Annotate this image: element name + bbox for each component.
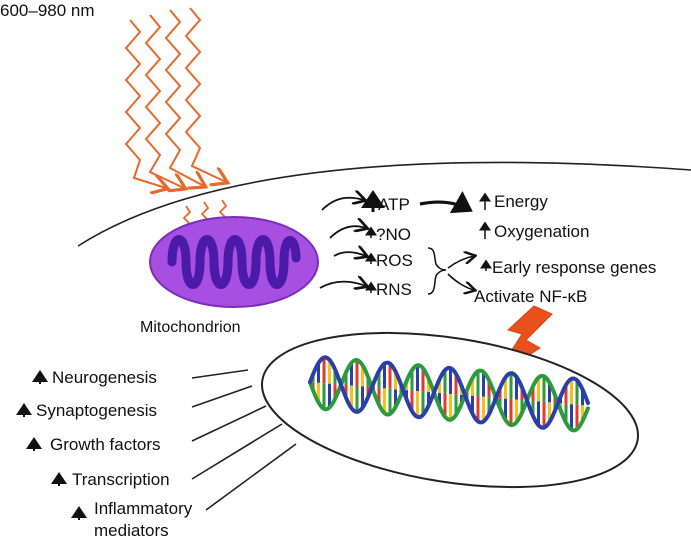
neurogenesis-label: Neurogenesis [52,368,157,387]
light-rays [124,7,226,188]
inflammatory-label-line2: mediators [94,521,169,540]
effect-early-response-genes: Early response genes [480,258,656,277]
outcome-growth-factors: Growth factors [26,435,161,454]
dna-strand [308,357,590,433]
effect-energy: Energy [479,192,548,211]
mitochondrion-cristae [167,235,301,289]
outcome-transcription: Transcription [51,470,170,489]
growth-factors-label: Growth factors [50,435,161,454]
outcome-neurogenesis: Neurogenesis [32,368,157,387]
mitochondrion [149,216,319,308]
dna-strand [308,355,590,430]
brace-icon [427,247,447,295]
inflammatory-label-line1: Inflammatory [94,499,193,518]
curved-arrows [319,198,366,288]
light-ray [184,7,226,182]
mediator-rns: RNS [365,280,412,299]
transcription-label: Transcription [72,470,170,489]
mitochondrion-label: Mitochondrion [140,319,241,336]
curved-arrow-icon [333,252,366,256]
dna-helix [308,355,590,433]
early-response-genes-label: Early response genes [492,258,656,277]
energy-label: Energy [494,192,548,211]
curved-arrow-icon [319,282,366,288]
mediator-atp: ATP [361,190,410,214]
light-ray [144,14,184,188]
synaptogenesis-label: Synaptogenesis [36,401,157,420]
mediator-ros: ROS [365,251,413,270]
light-ray [164,9,204,186]
no-label: ?NO [376,225,411,244]
brace-arrows [447,256,474,290]
rns-label: RNS [376,280,412,299]
mediator-no: ?NO [365,225,411,244]
curved-arrow-icon [321,198,364,211]
wavelength-label: 600–980 nm [0,1,95,20]
atp-to-energy-arrow [419,190,473,214]
light-penetration-marks [182,199,228,225]
atp-label: ATP [378,195,410,214]
activate-nfkb-label: Activate NF-κB [474,287,587,306]
cell-membrane [77,161,691,247]
light-ray [124,19,166,188]
effect-oxygenation: Oxygenation [479,221,589,241]
outcome-inflammatory-mediators: Inflammatory mediators [71,499,193,540]
oxygenation-label: Oxygenation [494,222,589,241]
curved-arrow-icon [329,226,366,239]
ros-label: ROS [376,251,413,270]
outcome-synaptogenesis: Synaptogenesis [16,401,157,420]
outcome-lines [191,369,297,511]
